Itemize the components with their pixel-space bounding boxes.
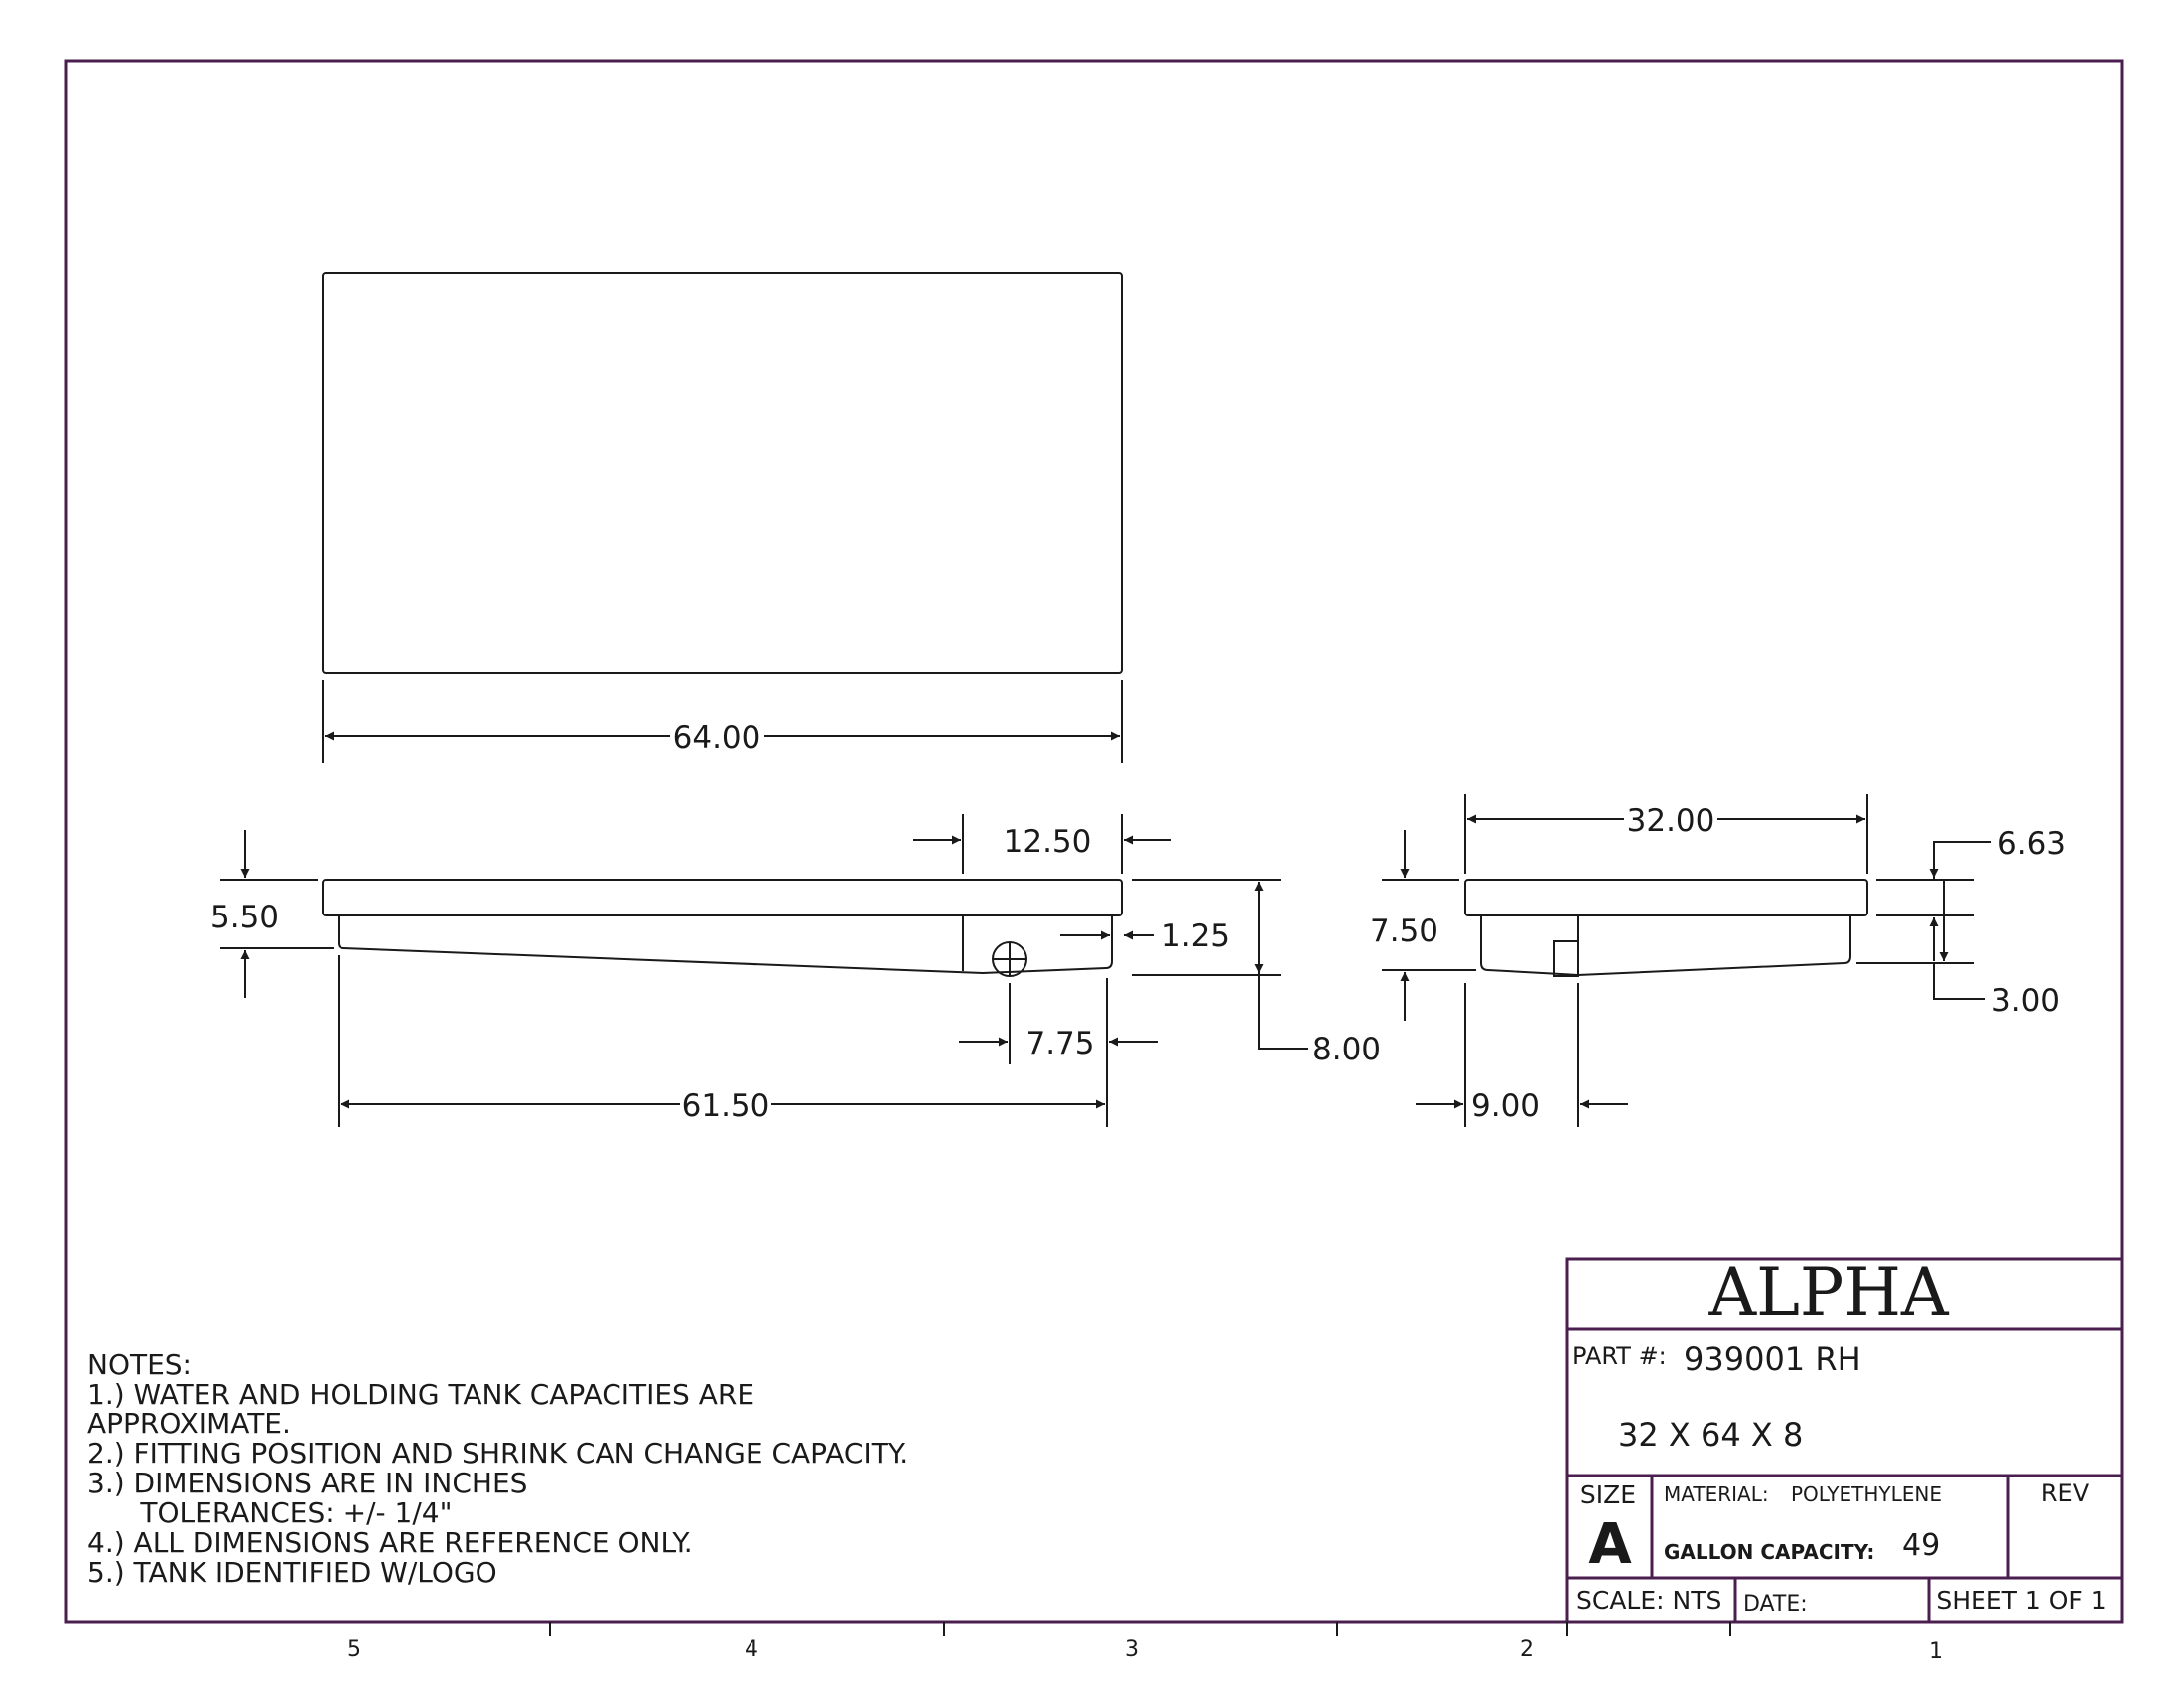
date-label: DATE: bbox=[1743, 1592, 1808, 1617]
note-line: APPROXIMATE. bbox=[87, 1407, 291, 1440]
scale-label: SCALE: NTS bbox=[1576, 1586, 1721, 1615]
material-label: MATERIAL: bbox=[1664, 1482, 1769, 1506]
part-number: 939001 RH bbox=[1684, 1340, 1861, 1378]
dim-end-lower: 3.00 bbox=[1991, 983, 2060, 1019]
side-view bbox=[220, 814, 1308, 1127]
dim-end-upper: 6.63 bbox=[1997, 826, 2066, 862]
sheet-border bbox=[64, 59, 2124, 1624]
note-line: 3.) DIMENSIONS ARE IN INCHES bbox=[87, 1467, 527, 1499]
size-description: 32 X 64 X 8 bbox=[1618, 1416, 1803, 1454]
note-line: 4.) ALL DIMENSIONS ARE REFERENCE ONLY. bbox=[87, 1526, 693, 1559]
dim-end-offset: 9.00 bbox=[1471, 1088, 1540, 1124]
company-name: ALPHA bbox=[1707, 1254, 1949, 1331]
capacity-value: 49 bbox=[1902, 1528, 1940, 1563]
dim-end-height: 7.50 bbox=[1370, 914, 1438, 949]
sheet-label: SHEET 1 OF 1 bbox=[1936, 1586, 2106, 1615]
dim-side-step: 1.25 bbox=[1161, 918, 1230, 954]
note-line: 2.) FITTING POSITION AND SHRINK CAN CHAN… bbox=[87, 1437, 908, 1470]
zone-label: 4 bbox=[745, 1637, 758, 1662]
side-view-body bbox=[338, 915, 1113, 975]
size-label: SIZE bbox=[1580, 1480, 1636, 1509]
size-value: A bbox=[1588, 1512, 1632, 1577]
material-value: POLYETHYLENE bbox=[1791, 1482, 1942, 1506]
dim-side-tall-height: 5.50 bbox=[210, 900, 279, 935]
part-label: PART #: bbox=[1572, 1342, 1667, 1370]
dim-side-total-height: 8.00 bbox=[1312, 1032, 1381, 1067]
rev-label: REV bbox=[2041, 1479, 2090, 1507]
leader-line bbox=[1933, 841, 1991, 880]
title-block-frame bbox=[1565, 1257, 2124, 1624]
end-view-body bbox=[1480, 915, 1851, 977]
note-line: TOLERANCES: +/- 1/4" bbox=[87, 1496, 452, 1529]
note-line: 5.) TANK IDENTIFIED W/LOGO bbox=[87, 1556, 497, 1589]
note-line: 1.) WATER AND HOLDING TANK CAPACITIES AR… bbox=[87, 1378, 754, 1411]
dim-side-fitting-offset: 12.50 bbox=[1004, 824, 1092, 860]
dim-top-width: 64.00 bbox=[673, 720, 761, 756]
end-view bbox=[1382, 794, 1991, 1127]
capacity-label: GALLON CAPACITY: bbox=[1664, 1540, 1874, 1564]
zone-label: 3 bbox=[1125, 1637, 1139, 1662]
title-block bbox=[1565, 1257, 2124, 1624]
zone-ticks bbox=[549, 1622, 1731, 1636]
side-view-lid bbox=[322, 879, 1123, 916]
top-view bbox=[322, 272, 1123, 763]
leader-line bbox=[1258, 973, 1308, 1050]
end-view-lid bbox=[1464, 879, 1868, 916]
notes-heading: NOTES: bbox=[87, 1348, 192, 1381]
dim-side-bottom-length: 61.50 bbox=[682, 1088, 770, 1124]
zone-label: 2 bbox=[1520, 1637, 1534, 1662]
top-view-outline bbox=[322, 272, 1123, 674]
end-view-fitting bbox=[1553, 940, 1579, 977]
dim-end-width: 32.00 bbox=[1627, 803, 1715, 839]
dim-side-fitting-center: 7.75 bbox=[1025, 1026, 1094, 1061]
zone-label: 5 bbox=[347, 1637, 361, 1662]
zone-label: 1 bbox=[1929, 1639, 1943, 1664]
notes: NOTES: 1.) WATER AND HOLDING TANK CAPACI… bbox=[87, 1348, 908, 1589]
leader-line bbox=[1933, 963, 1985, 1000]
